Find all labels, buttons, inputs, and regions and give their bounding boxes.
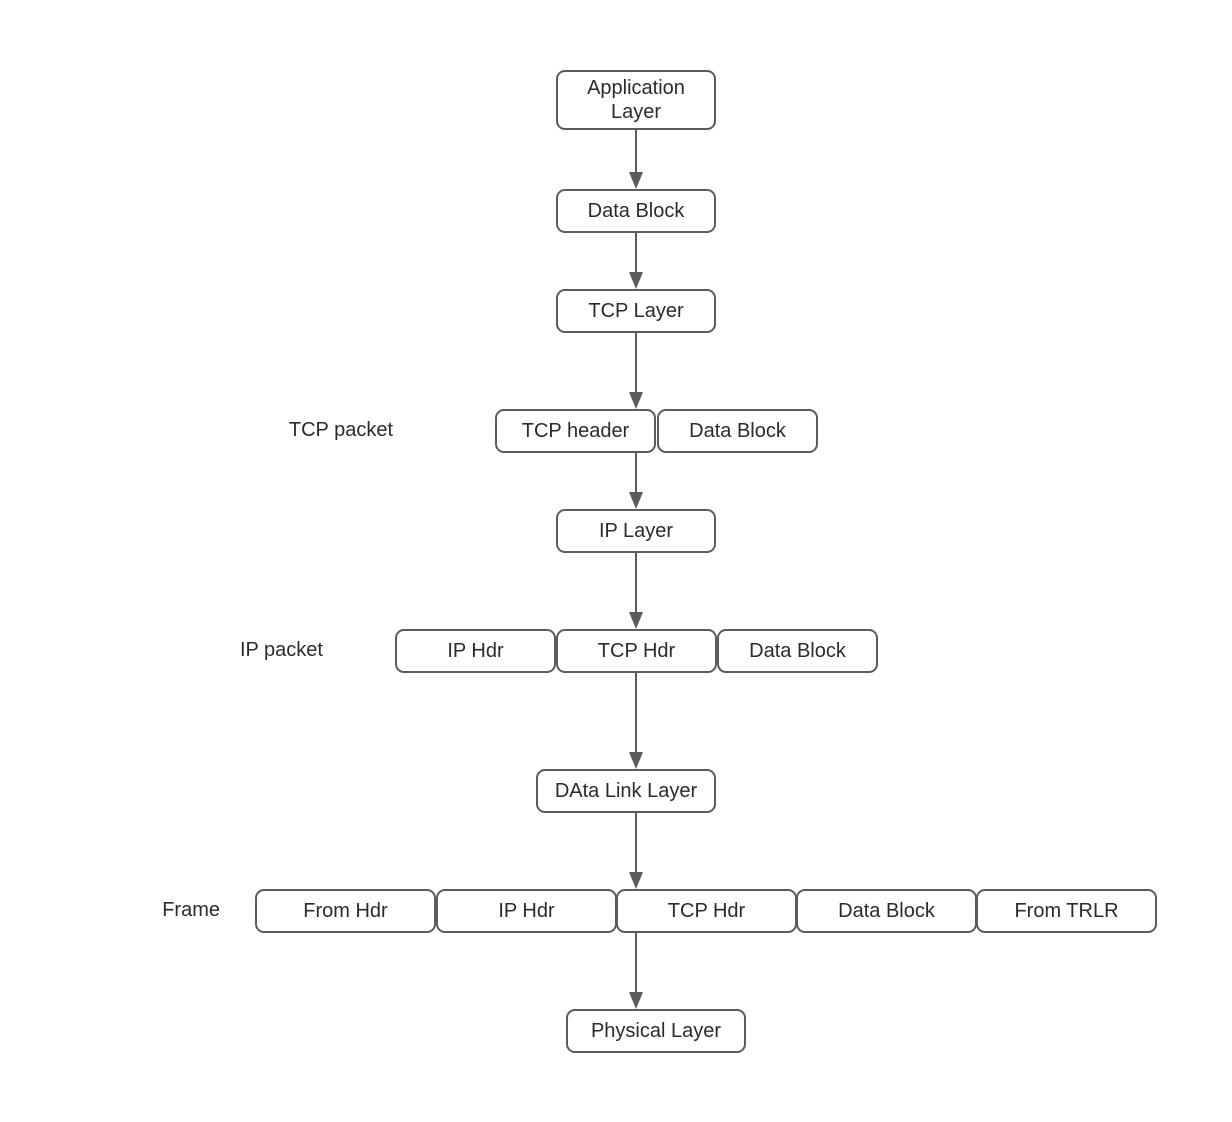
node-tcp-layer[interactable]: TCP Layer xyxy=(556,289,716,333)
arrow-tcppacket-to-iplayer xyxy=(629,453,643,509)
caption-frame: Frame xyxy=(162,899,220,921)
frame-segment-from-hdr[interactable]: From Hdr xyxy=(255,889,436,933)
ip-packet-segment-tcp-hdr[interactable]: TCP Hdr xyxy=(556,629,717,673)
frame-segment-data-block[interactable]: Data Block xyxy=(796,889,977,933)
caption-ip-packet: IP packet xyxy=(239,639,323,661)
arrow-iplayer-to-ippacket xyxy=(629,553,643,629)
ip-packet-segment-data-block[interactable]: Data Block xyxy=(717,629,878,673)
node-physical-layer[interactable]: Physical Layer xyxy=(566,1009,746,1053)
arrow-tcplayer-to-tcppacket xyxy=(629,333,643,409)
node-ip-layer[interactable]: IP Layer xyxy=(556,509,716,553)
arrow-frame-to-physicallayer xyxy=(629,933,643,1009)
frame-segment-tcp-hdr[interactable]: TCP Hdr xyxy=(616,889,797,933)
arrow-datalinklayer-to-frame xyxy=(629,813,643,889)
tcp-packet-segment-data-block[interactable]: Data Block xyxy=(657,409,818,453)
frame-segment-ip-hdr[interactable]: IP Hdr xyxy=(436,889,617,933)
tcp-packet-segment-tcp-header[interactable]: TCP header xyxy=(495,409,656,453)
node-application-layer[interactable]: Application Layer xyxy=(556,70,716,130)
ip-packet-segment-ip-hdr[interactable]: IP Hdr xyxy=(395,629,556,673)
caption-tcp-packet: TCP packet xyxy=(288,419,393,441)
arrow-datablock-to-tcplayer xyxy=(629,233,643,289)
arrow-application-to-datablock xyxy=(629,130,643,189)
node-data-block[interactable]: Data Block xyxy=(556,189,716,233)
node-data-link-layer[interactable]: DAta Link Layer xyxy=(536,769,716,813)
frame-segment-from-trlr[interactable]: From TRLR xyxy=(976,889,1157,933)
arrow-ippacket-to-datalinklayer xyxy=(629,673,643,769)
